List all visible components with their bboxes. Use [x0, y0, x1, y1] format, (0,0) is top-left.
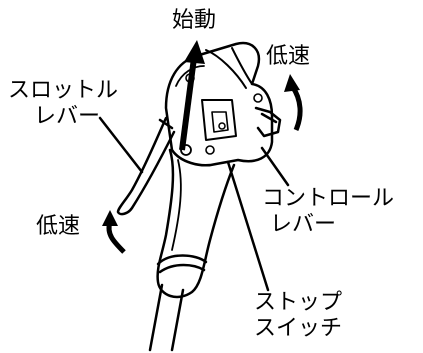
leader-throttle: [98, 116, 144, 174]
label-control-lever-line2: レバー: [270, 212, 337, 237]
leader-control: [260, 146, 290, 187]
low-speed-arrow-right-icon: [284, 74, 303, 131]
label-stop-switch-line1: ストップ: [254, 290, 343, 315]
shaft: [148, 283, 185, 352]
label-throttle-lever-line2: レバー: [34, 104, 101, 129]
grip: [156, 148, 236, 299]
label-stop-switch-line2: スイッチ: [254, 316, 343, 341]
leader-stop: [226, 160, 270, 292]
start-arrow-icon: [179, 40, 205, 151]
label-control-lever-line1: コントロール: [262, 186, 395, 211]
throttle-lever: [116, 116, 176, 216]
label-start: 始動: [172, 8, 217, 33]
label-throttle-lever-line1: スロットル: [8, 78, 119, 103]
control-lever: [254, 106, 282, 138]
label-low-speed-left: 低速: [36, 214, 81, 239]
low-speed-arrow-left-icon: [102, 210, 126, 254]
label-low-speed-right: 低速: [266, 44, 311, 69]
